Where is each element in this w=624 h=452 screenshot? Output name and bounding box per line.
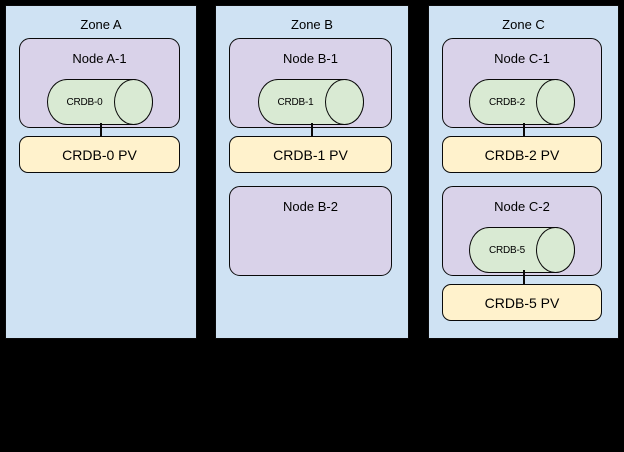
connector-line [100,123,102,137]
node-c1-title: Node C-1 [494,51,550,66]
node-c1-box: Node C-1 CRDB-2 [442,38,602,128]
cylinder-end-cap [536,79,575,125]
node-c2-box: Node C-2 CRDB-5 [442,186,602,276]
crdb-0-pv-label: CRDB-0 PV [62,146,137,163]
crdb-5-cylinder-icon: CRDB-5 [469,227,575,273]
node-b1-title: Node B-1 [283,51,338,66]
crdb-0-cylinder-icon: CRDB-0 [46,79,153,125]
crdb-2-pv-label: CRDB-2 PV [484,146,560,163]
zone-b-container: Zone B Node B-1 CRDB-1 CRDB-1 PV Node B-… [215,5,409,339]
node-c2-title: Node C-2 [494,199,550,214]
crdb-2-pv-box: CRDB-2 PV [442,136,602,173]
node-b2-title: Node B-2 [283,199,338,214]
zone-c-container: Zone C Node C-1 CRDB-2 CRDB-2 PV Node C-… [428,5,619,339]
node-a1-title: Node A-1 [72,51,127,66]
crdb-2-cylinder-icon: CRDB-2 [469,79,575,125]
crdb-5-pv-label: CRDB-5 PV [484,294,560,311]
zone-c-title: Zone C [502,17,545,32]
connector-line [311,123,313,137]
crdb-5-pv-box: CRDB-5 PV [442,284,602,321]
crdb-5-label: CRDB-5 [488,244,526,256]
connector-line [522,270,525,285]
cylinder-end-cap [113,79,153,125]
zone-a-container: Zone A Node A-1 CRDB-0 CRDB-0 PV [5,5,197,339]
node-b2-box: Node B-2 [229,186,392,276]
zone-a-title: Zone A [80,17,122,32]
crdb-0-label: CRDB-0 [66,96,103,108]
crdb-1-pv-label: CRDB-1 PV [273,146,348,163]
crdb-1-cylinder-icon: CRDB-1 [257,79,364,125]
cylinder-end-cap [324,79,364,125]
node-b1-box: Node B-1 CRDB-1 [229,38,392,128]
node-a1-box: Node A-1 CRDB-0 [19,38,180,128]
crdb-1-pv-box: CRDB-1 PV [229,136,392,173]
connector-line [522,123,525,137]
zone-b-title: Zone B [291,17,333,32]
crdb-1-label: CRDB-1 [277,96,314,108]
crdb-0-pv-box: CRDB-0 PV [19,136,180,173]
crdb-2-label: CRDB-2 [488,96,526,108]
cylinder-end-cap [536,227,575,273]
